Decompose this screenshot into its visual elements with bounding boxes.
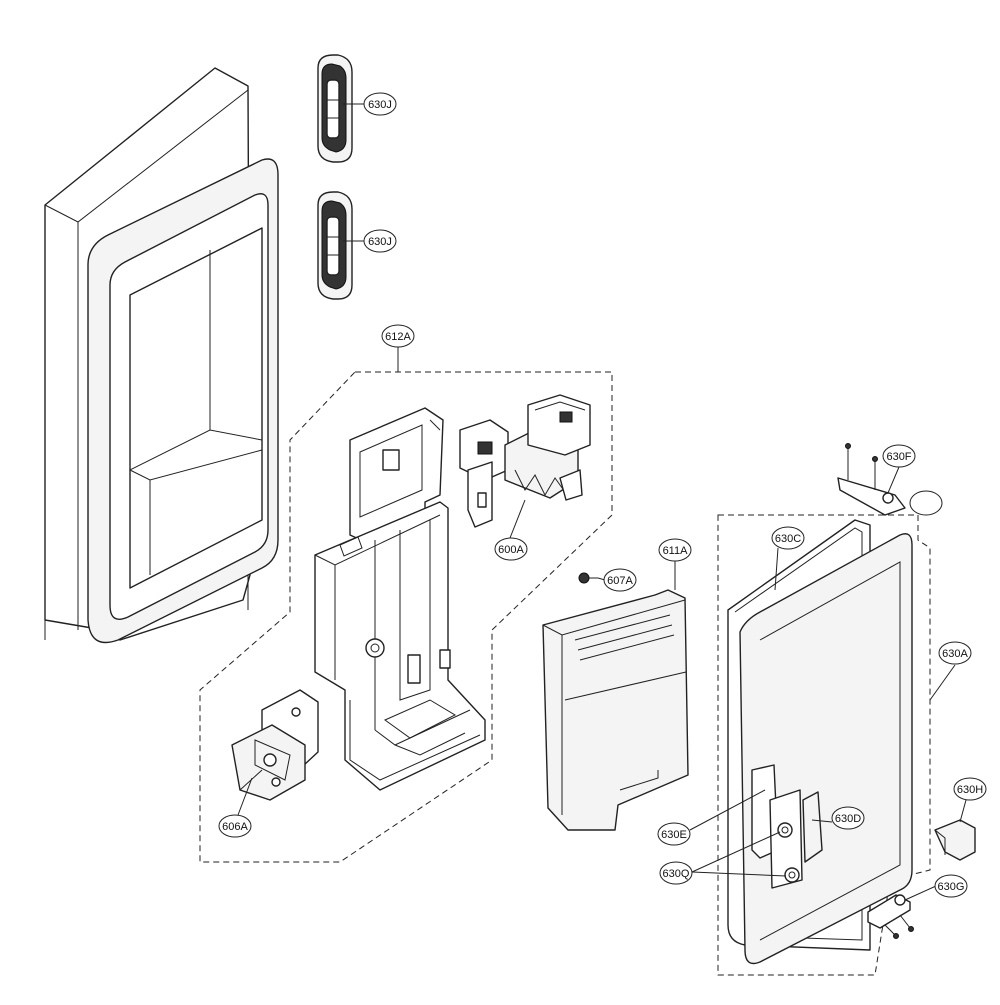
callout-630D: 630D (831, 806, 865, 830)
blank-callout-bubble (909, 490, 943, 516)
svg-text:606A: 606A (222, 821, 248, 833)
clip-630H (934, 819, 976, 861)
svg-text:630J: 630J (368, 99, 392, 111)
callout-630H: 630H (953, 777, 987, 801)
callout-600A: 600A (494, 537, 528, 561)
hinge-630F (837, 443, 906, 516)
callout-630J-top: 630J (363, 92, 397, 116)
callout-630F: 630F (882, 444, 916, 468)
ice-maker-600A (459, 394, 591, 528)
svg-text:612A: 612A (385, 331, 411, 343)
callout-630Q: 630Q (659, 861, 693, 885)
svg-text:607A: 607A (607, 575, 633, 587)
refrigerator-door (44, 67, 279, 644)
svg-text:630G: 630G (938, 881, 965, 893)
callout-630E: 630E (657, 822, 691, 846)
assembly-boundary-630A (717, 514, 931, 976)
svg-text:630D: 630D (835, 813, 861, 825)
callout-611A: 611A (658, 538, 692, 562)
svg-text:630Q: 630Q (663, 868, 690, 880)
door-bin-630J-top (317, 54, 353, 163)
dispenser-cover-611A (542, 589, 689, 831)
callout-630G: 630G (934, 874, 968, 898)
assembly-boundary-612A (199, 371, 613, 863)
svg-text:630F: 630F (886, 451, 911, 463)
svg-text:611A: 611A (663, 545, 689, 557)
svg-text:630H: 630H (957, 784, 983, 796)
motor-assembly-606A (231, 689, 319, 801)
callout-612A: 612A (381, 324, 415, 348)
callout-630J-bottom: 630J (363, 229, 397, 253)
svg-text:630J: 630J (368, 236, 392, 248)
leader-lines (237, 103, 967, 901)
callout-630C: 630C (771, 526, 805, 550)
svg-text:630C: 630C (775, 533, 801, 545)
svg-text:630E: 630E (661, 829, 687, 841)
bracket-630G (867, 894, 914, 939)
door-bin-630J-bottom (317, 191, 353, 300)
svg-text:600A: 600A (498, 544, 524, 556)
callout-606A: 606A (218, 814, 252, 838)
svg-text:630A: 630A (942, 648, 968, 660)
dispenser-door-630A (727, 519, 913, 965)
screw-607A (578, 572, 598, 584)
callout-630A: 630A (938, 641, 972, 665)
ice-compartment-housing (314, 407, 486, 791)
callout-607A: 607A (603, 568, 637, 592)
